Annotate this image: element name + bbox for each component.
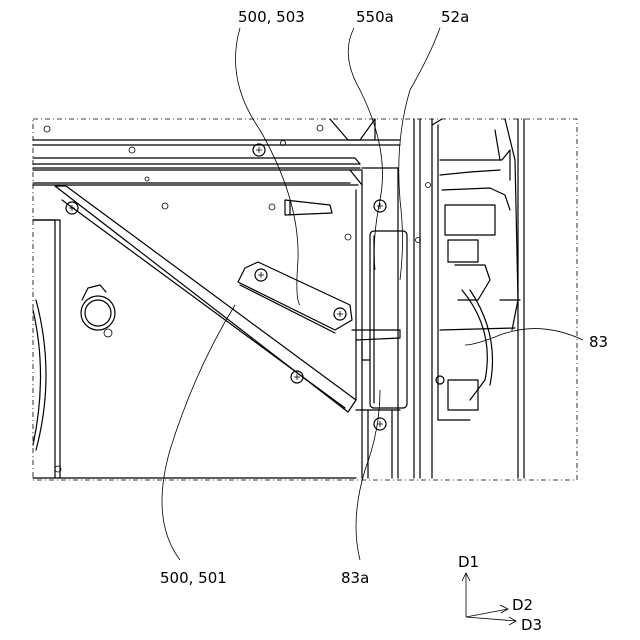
leader-550a — [348, 28, 382, 270]
leader-500-503 — [236, 28, 301, 305]
top-rails — [33, 119, 400, 168]
diagonal-strut — [55, 186, 356, 412]
label-500-503: 500, 503 — [238, 8, 305, 26]
label-550a: 550a — [356, 8, 394, 26]
holes — [44, 125, 431, 472]
screw — [255, 269, 267, 281]
direction-indicator: D1 D2 D3 — [458, 553, 542, 634]
bottom-edges — [33, 220, 356, 478]
screw — [374, 418, 386, 430]
screw — [253, 144, 265, 156]
screw — [66, 202, 78, 214]
right-mechanism — [414, 119, 524, 478]
screws — [66, 144, 444, 430]
axis-d3: D3 — [521, 616, 542, 634]
screw — [334, 308, 346, 320]
label-500-501: 500, 501 — [160, 569, 227, 587]
main-plate — [33, 170, 362, 410]
label-52a: 52a — [441, 8, 469, 26]
axis-d1: D1 — [458, 553, 479, 571]
left-motor-housing — [33, 220, 115, 478]
leader-500-501 — [162, 305, 235, 560]
label-83: 83 — [589, 333, 608, 351]
screw — [436, 376, 444, 384]
axis-d2: D2 — [512, 596, 533, 614]
boundary-frame — [33, 119, 577, 480]
label-83a: 83a — [341, 569, 369, 587]
guide-83a — [352, 231, 407, 408]
